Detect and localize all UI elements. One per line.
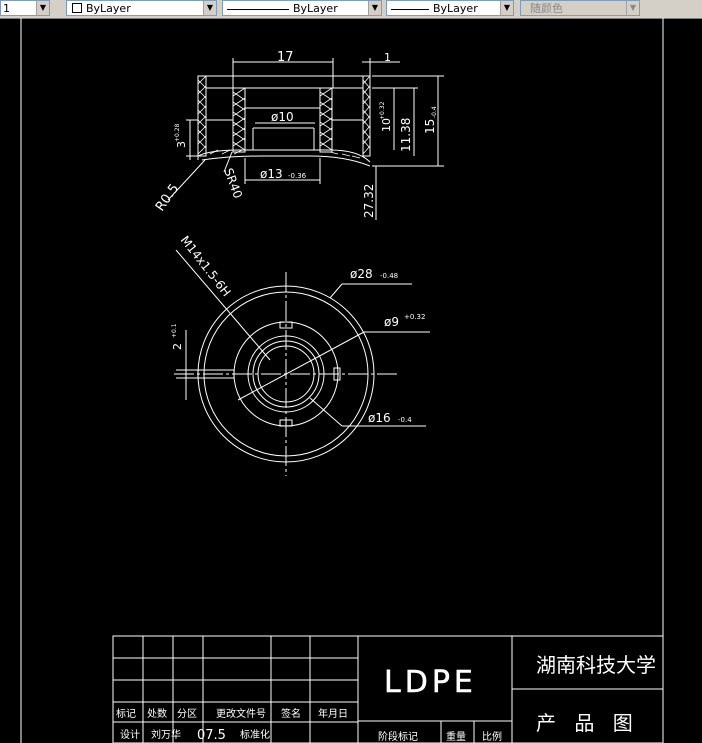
dim-sphere: SR40 bbox=[221, 166, 245, 200]
designer-label: 设计 bbox=[120, 728, 140, 741]
scale-label: 比例 bbox=[482, 730, 502, 743]
dim-boss-d16: ø16 bbox=[368, 411, 391, 425]
lineweight-dropdown[interactable]: ByLayer ▼ bbox=[386, 0, 514, 16]
chevron-down-icon[interactable]: ▼ bbox=[368, 1, 381, 15]
dim-slot-2: 2 bbox=[171, 343, 184, 350]
linetype-dropdown[interactable]: ByLayer ▼ bbox=[222, 0, 382, 16]
dim-bore-d9-tol: +0.32 bbox=[404, 313, 425, 321]
dim-height-15-tol: -0.4 bbox=[431, 106, 438, 118]
material-label: LDPE bbox=[384, 665, 477, 700]
lineweight-preview-icon bbox=[391, 8, 429, 10]
header-zone: 分区 bbox=[177, 708, 197, 720]
designer-name: 刘万华 bbox=[151, 728, 181, 741]
header-mark: 标记 bbox=[116, 708, 136, 720]
title-block bbox=[112, 635, 664, 743]
color-dropdown[interactable]: ByLayer ▼ bbox=[66, 0, 217, 16]
dim-bore-d13-tol: -0.36 bbox=[288, 172, 307, 180]
layer-dropdown[interactable]: 1 ▼ bbox=[0, 0, 50, 16]
header-sign: 签名 bbox=[281, 707, 301, 720]
dim-gap-1: 1 bbox=[384, 51, 391, 64]
dim-width-17: 17 bbox=[277, 50, 294, 65]
dim-boss-d16-tol: -0.4 bbox=[398, 416, 412, 424]
plan-view bbox=[174, 249, 430, 476]
section-dim-labels: 17 1 ø10 ø13 -0.36 R0.5 SR40 3 +0.28 10 … bbox=[153, 50, 438, 218]
plan-dim-labels: M14x1.5-6H ø28 -0.48 ø9 +0.32 ø16 -0.4 2… bbox=[171, 233, 425, 425]
dim-bore-d13: ø13 bbox=[260, 167, 283, 181]
dim-outer-d28-tol: -0.48 bbox=[380, 272, 398, 280]
dim-radius: R0.5 bbox=[153, 181, 182, 214]
dim-slot-2-tol: +0.1 bbox=[171, 323, 178, 338]
layer-value: 1 bbox=[3, 2, 10, 15]
dim-height-3-tol: +0.28 bbox=[174, 123, 181, 142]
header-count: 处数 bbox=[147, 707, 167, 720]
dim-height-10-tol: +0.32 bbox=[379, 101, 386, 120]
stage-label: 阶段标记 bbox=[378, 730, 418, 743]
section-view bbox=[167, 58, 444, 220]
title-block-text: 标记 处数 分区 更改文件号 签名 年月日 设计 刘万华 07.5 标准化 LD… bbox=[116, 653, 656, 743]
dim-outer-d28: ø28 bbox=[350, 267, 373, 281]
header-doc: 更改文件号 bbox=[216, 707, 266, 720]
dim-height-27-32: 27.32 bbox=[362, 184, 376, 218]
plotstyle-value: 随颜色 bbox=[530, 2, 563, 15]
header-date: 年月日 bbox=[318, 707, 348, 720]
lineweight-value: ByLayer bbox=[433, 2, 478, 15]
chevron-down-icon[interactable]: ▼ bbox=[500, 1, 513, 15]
school-name: 湖南科技大学 bbox=[536, 653, 656, 677]
color-value: ByLayer bbox=[86, 2, 131, 15]
dim-bore-d10: ø10 bbox=[271, 110, 294, 124]
plotstyle-dropdown: 随颜色 ▼ bbox=[520, 0, 640, 16]
dim-thread: M14x1.5-6H bbox=[178, 233, 234, 299]
design-date: 07.5 bbox=[197, 728, 226, 743]
dim-height-15: 15 bbox=[423, 119, 437, 134]
linetype-preview-icon bbox=[227, 8, 289, 10]
linetype-value: ByLayer bbox=[293, 2, 338, 15]
dim-height-3: 3 bbox=[175, 141, 188, 148]
chevron-down-icon[interactable]: ▼ bbox=[36, 1, 49, 15]
color-swatch-icon bbox=[72, 3, 82, 13]
standardize-label: 标准化 bbox=[240, 728, 270, 741]
drawing-title: 产 品 图 bbox=[536, 711, 639, 735]
chevron-down-icon[interactable]: ▼ bbox=[203, 1, 216, 15]
dim-bore-d9: ø9 bbox=[384, 315, 399, 329]
properties-toolbar: 1 ▼ ByLayer ▼ ByLayer ▼ ByLayer ▼ 随颜色 ▼ bbox=[0, 0, 702, 19]
weight-label: 重量 bbox=[446, 730, 466, 743]
dim-height-10: 10 bbox=[380, 118, 393, 132]
chevron-down-icon: ▼ bbox=[626, 1, 639, 15]
dim-height-11-38: 11.38 bbox=[399, 118, 413, 152]
